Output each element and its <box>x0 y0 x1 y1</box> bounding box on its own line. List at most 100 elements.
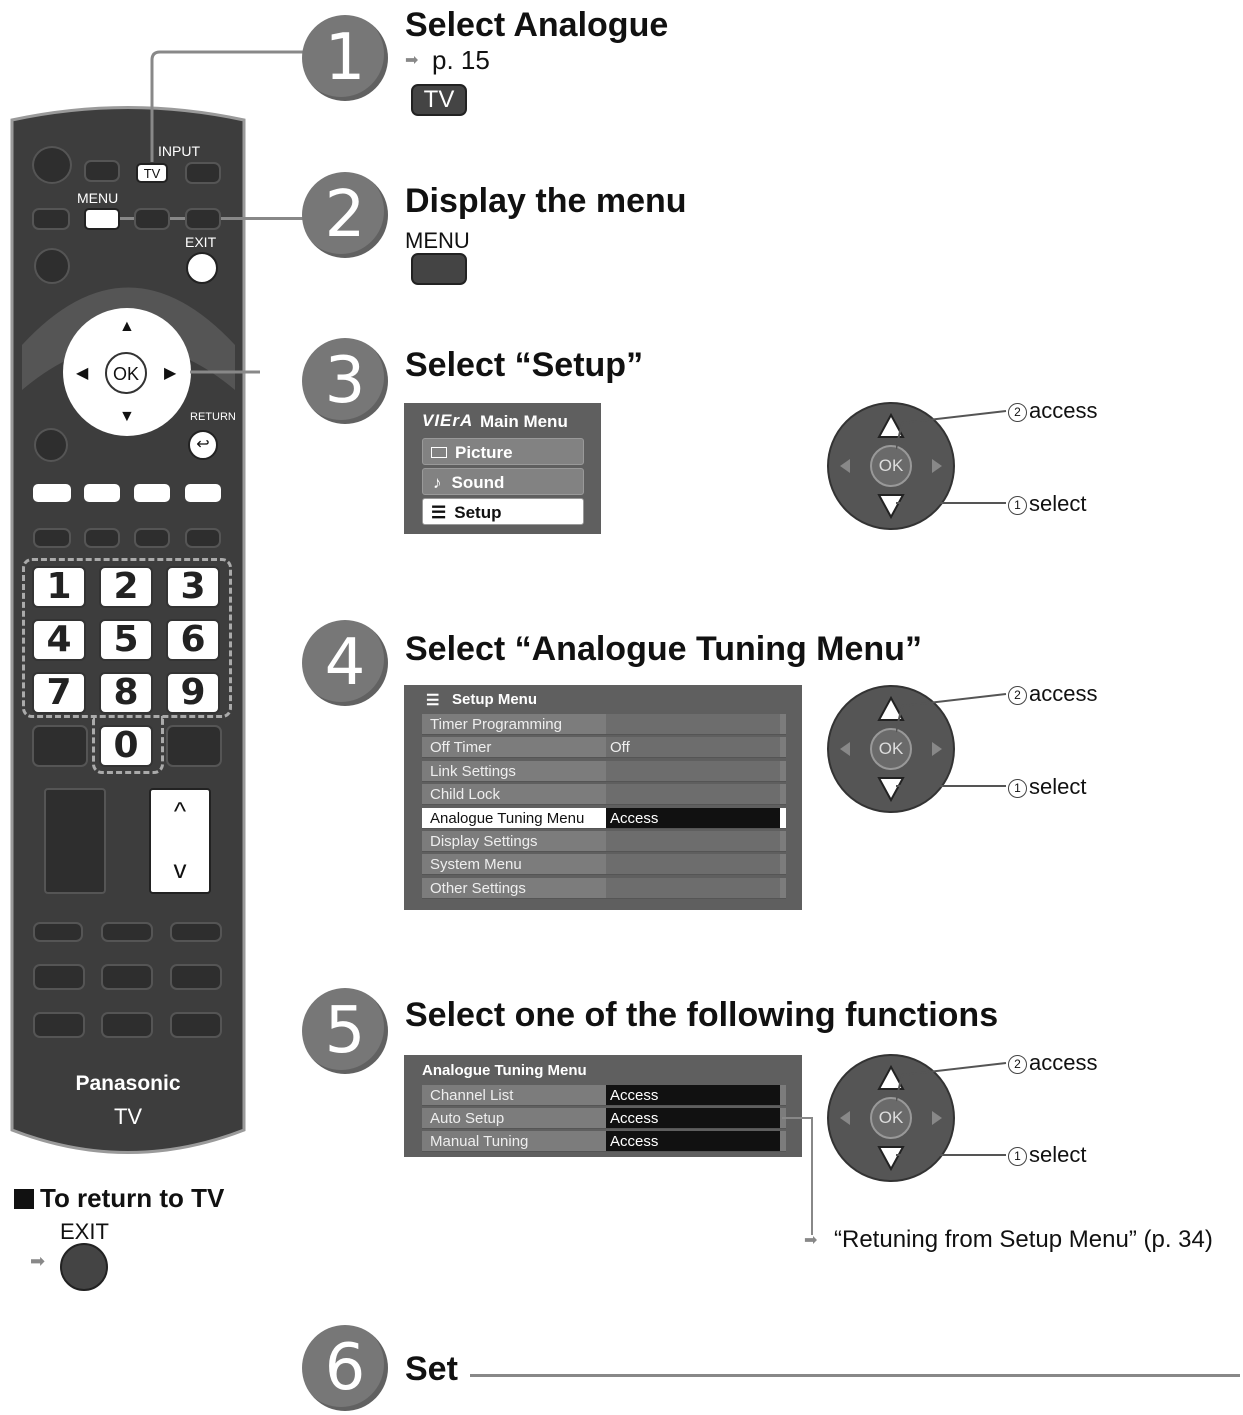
number-key-6[interactable]: 6 <box>166 619 220 661</box>
select-text: select <box>1029 774 1087 799</box>
channel-rocker[interactable]: ^ v <box>149 788 211 894</box>
step-number-icon: 2 <box>1008 403 1027 422</box>
remote-button[interactable] <box>170 1012 222 1038</box>
remote-button[interactable] <box>84 160 120 182</box>
color-key-blue[interactable] <box>185 484 221 502</box>
setup-menu-row[interactable]: System Menu <box>422 854 786 875</box>
setup-menu-row[interactable]: Link Settings <box>422 761 786 782</box>
right-arrow-icon[interactable]: ▶ <box>164 365 177 382</box>
menu-label: MENU <box>77 190 119 206</box>
nav-pad: OK <box>826 1053 1007 1183</box>
main-menu-item-picture[interactable]: Picture <box>422 438 584 465</box>
remote-control: TV INPUT MENU EXIT ▲ ▼ ◀ ▶ OK RETURN ↩ 1… <box>0 0 310 1180</box>
menu-button[interactable] <box>84 208 120 230</box>
number-key-5[interactable]: 5 <box>99 619 153 661</box>
color-key-red[interactable] <box>33 484 71 502</box>
ok-label: OK <box>878 739 904 758</box>
row-label: Other Settings <box>430 880 526 897</box>
row-value: Access <box>606 1108 780 1128</box>
step-6-title: Set <box>405 1350 458 1388</box>
remote-button[interactable] <box>101 964 153 990</box>
setup-menu-row[interactable]: Display Settings <box>422 831 786 852</box>
retune-reference: “Retuning from Setup Menu” (p. 34) <box>834 1226 1213 1253</box>
remote-button[interactable] <box>170 964 222 990</box>
menu-item-label: Sound <box>451 473 505 492</box>
menu-item-label: Setup <box>454 503 502 522</box>
main-menu: VIErA Main Menu Picture ♪Sound ☰Setup <box>404 403 601 534</box>
number-key-8[interactable]: 8 <box>99 672 153 714</box>
up-arrow-icon[interactable]: ▲ <box>119 318 135 335</box>
step-number-icon: 1 <box>1008 1147 1027 1166</box>
step-2-title: Display the menu <box>405 182 687 220</box>
row-value <box>606 831 780 851</box>
left-arrow-icon[interactable]: ◀ <box>76 365 89 382</box>
remote-button[interactable] <box>134 528 170 548</box>
step-1-page-ref: p. 15 <box>432 45 490 75</box>
volume-rocker[interactable] <box>44 788 106 894</box>
channel-up-icon[interactable]: ^ <box>173 796 187 826</box>
tv-button[interactable]: TV <box>136 163 168 183</box>
number-key-4[interactable]: 4 <box>32 619 86 661</box>
remote-button[interactable] <box>84 528 120 548</box>
nav-pad-graphic <box>827 685 955 813</box>
arrow-right-icon: ➡ <box>30 1251 46 1271</box>
remote-button[interactable] <box>33 1012 85 1038</box>
number-key-1[interactable]: 1 <box>32 566 86 608</box>
color-key-yellow[interactable] <box>134 484 170 502</box>
remote-button[interactable] <box>185 528 221 548</box>
number-key-9[interactable]: 9 <box>166 672 220 714</box>
down-arrow-icon[interactable]: ▼ <box>119 408 135 425</box>
remote-button[interactable] <box>101 922 153 942</box>
square-bullet-icon <box>14 1189 34 1209</box>
remote-button[interactable] <box>134 208 170 230</box>
setup-menu-row[interactable]: Child Lock <box>422 784 786 805</box>
input-button[interactable] <box>185 162 221 184</box>
setup-menu-row[interactable]: Other Settings <box>422 878 786 899</box>
number-key-0[interactable]: 0 <box>99 725 153 767</box>
remote-button[interactable] <box>166 725 222 767</box>
remote-button[interactable] <box>33 922 83 942</box>
model-label: TV <box>113 1104 143 1129</box>
step-5-badge: 5 <box>302 988 388 1074</box>
number-key-7[interactable]: 7 <box>32 672 86 714</box>
remote-button[interactable] <box>32 725 88 767</box>
remote-button[interactable] <box>34 248 70 284</box>
number-key-2[interactable]: 2 <box>99 566 153 608</box>
return-icon[interactable]: ↩ <box>188 430 218 460</box>
exit-key-label: EXIT <box>60 1219 109 1244</box>
row-label: Analogue Tuning Menu <box>430 810 585 827</box>
row-label: Off Timer <box>430 739 492 756</box>
exit-key-icon <box>60 1243 108 1291</box>
number-key-3[interactable]: 3 <box>166 566 220 608</box>
select-text: select <box>1029 491 1087 516</box>
remote-button[interactable] <box>185 208 221 230</box>
power-button[interactable] <box>32 146 72 184</box>
pad-leader-lines <box>896 1062 1007 1156</box>
ok-label: OK <box>878 1108 904 1127</box>
tv-pointer-line <box>150 50 310 162</box>
remote-button[interactable] <box>34 428 68 462</box>
nav-pad: OK <box>826 684 1007 814</box>
brand-logo: Panasonic <box>75 1072 181 1095</box>
color-key-green[interactable] <box>84 484 120 502</box>
remote-button[interactable] <box>101 1012 153 1038</box>
setup-menu-row[interactable]: Timer Programming <box>422 714 786 735</box>
remote-button[interactable] <box>170 922 222 942</box>
row-value <box>606 854 780 874</box>
main-menu-item-sound[interactable]: ♪Sound <box>422 468 584 495</box>
remote-button[interactable] <box>32 208 70 230</box>
channel-down-icon[interactable]: v <box>173 854 187 884</box>
remote-button[interactable] <box>33 964 85 990</box>
return-to-tv-title: To return to TV <box>40 1183 225 1213</box>
step-number-icon: 2 <box>1008 1055 1027 1074</box>
menu-key-label: MENU <box>405 228 470 253</box>
ok-button[interactable]: OK <box>105 352 147 394</box>
exit-button[interactable] <box>186 252 218 284</box>
main-menu-item-setup[interactable]: ☰Setup <box>422 498 584 525</box>
remote-button[interactable] <box>33 528 71 548</box>
